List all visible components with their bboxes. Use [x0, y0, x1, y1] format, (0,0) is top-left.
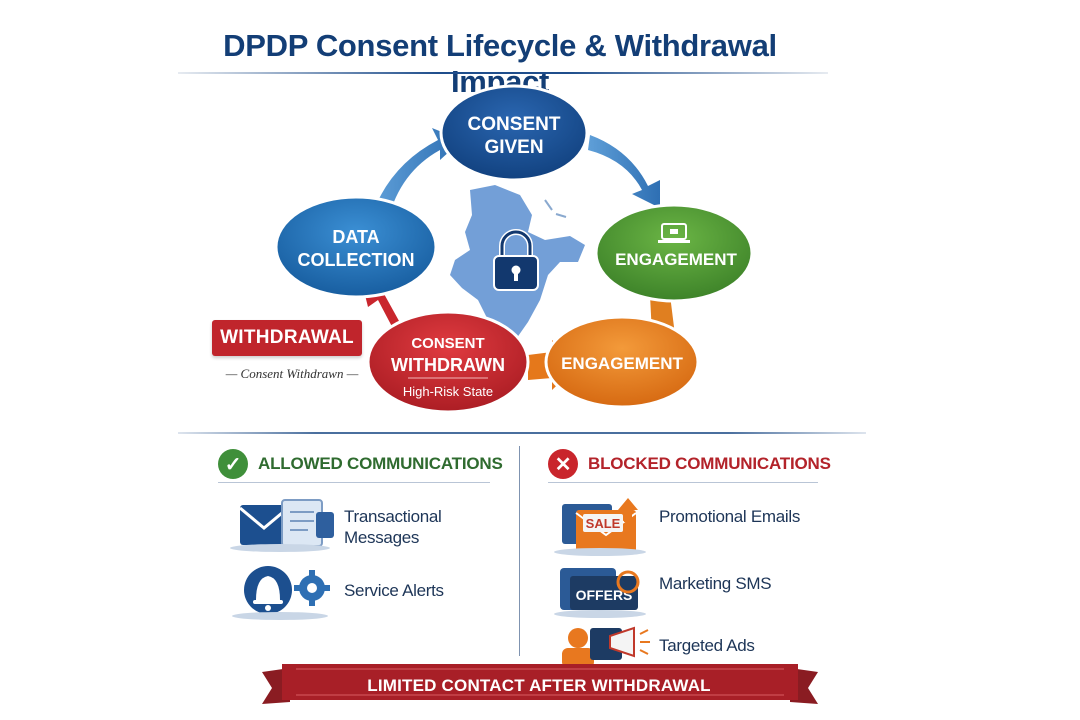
data-collection-line1: DATA — [332, 227, 379, 247]
blocked-item-marketing-sms: Marketing SMS — [659, 574, 772, 593]
sale-email-icon: SALE — [554, 498, 646, 556]
consent-given-oval: CONSENT GIVEN — [439, 84, 589, 182]
laptop-icon — [658, 223, 690, 243]
offers-phone-icon: OFFERS — [554, 568, 646, 618]
megaphone-icon — [562, 626, 650, 668]
blocked-heading-label: BLOCKED COMMUNICATIONS — [588, 454, 831, 473]
engagement-bottom-oval: ENGAGEMENT — [544, 315, 700, 409]
engagement-top-oval: ENGAGEMENT — [594, 203, 754, 303]
engagement-bottom-label: ENGAGEMENT — [561, 354, 683, 373]
limited-contact-banner — [262, 664, 818, 704]
arrow-collection-to-given — [372, 128, 462, 220]
arrow-given-to-engagement — [588, 135, 660, 208]
section-divider — [178, 432, 866, 434]
consent-withdrawn-line2: WITHDRAWN — [391, 355, 505, 375]
banner-text: LIMITED CONTACT AFTER WITHDRAWAL — [367, 676, 711, 695]
allowed-heading-rule — [218, 482, 490, 483]
consent-given-line2: GIVEN — [484, 137, 543, 158]
envelope-icon — [230, 499, 334, 552]
blocked-item-targeted-ads: Targeted Ads — [659, 636, 755, 655]
offers-label: OFFERS — [576, 587, 633, 603]
padlock-icon — [493, 229, 539, 291]
withdrawal-tag: WITHDRAWAL — [212, 320, 362, 356]
gear-icon — [294, 570, 330, 606]
allowed-communications-heading: ✓ ALLOWED COMMUNICATIONS — [218, 449, 503, 479]
consent-withdrawn-oval: CONSENT WITHDRAWN High-Risk State — [366, 310, 530, 414]
allowed-item-service-alerts: Service Alerts — [344, 581, 444, 600]
checkmark-icon: ✓ — [218, 449, 248, 479]
withdrawal-subtext: — Consent Withdrawn — — [225, 366, 359, 381]
allowed-heading-label: ALLOWED COMMUNICATIONS — [258, 454, 503, 473]
engagement-top-label: ENGAGEMENT — [615, 250, 737, 269]
sale-label: SALE — [586, 516, 621, 531]
data-collection-line2: COLLECTION — [298, 250, 415, 270]
consent-withdrawn-state: High-Risk State — [403, 384, 493, 399]
cross-icon: ✕ — [548, 449, 578, 479]
consent-withdrawn-line1: CONSENT — [411, 335, 484, 352]
allowed-item-transactional: Transactional Messages — [344, 507, 442, 547]
blocked-item-promotional-emails: Promotional Emails — [659, 507, 801, 526]
blocked-communications-heading: ✕ BLOCKED COMMUNICATIONS — [548, 449, 831, 479]
withdrawal-subtext-label: Consent Withdrawn — [240, 366, 344, 381]
page-title: DPDP Consent Lifecycle & Withdrawal Impa… — [223, 28, 777, 99]
title-underline — [178, 72, 828, 74]
column-divider — [519, 446, 520, 656]
blocked-heading-rule — [548, 482, 818, 483]
spark-lines — [544, 199, 567, 218]
bell-icon — [232, 566, 328, 620]
data-collection-oval: DATA COLLECTION — [274, 195, 438, 299]
consent-given-line1: CONSENT — [468, 114, 561, 135]
